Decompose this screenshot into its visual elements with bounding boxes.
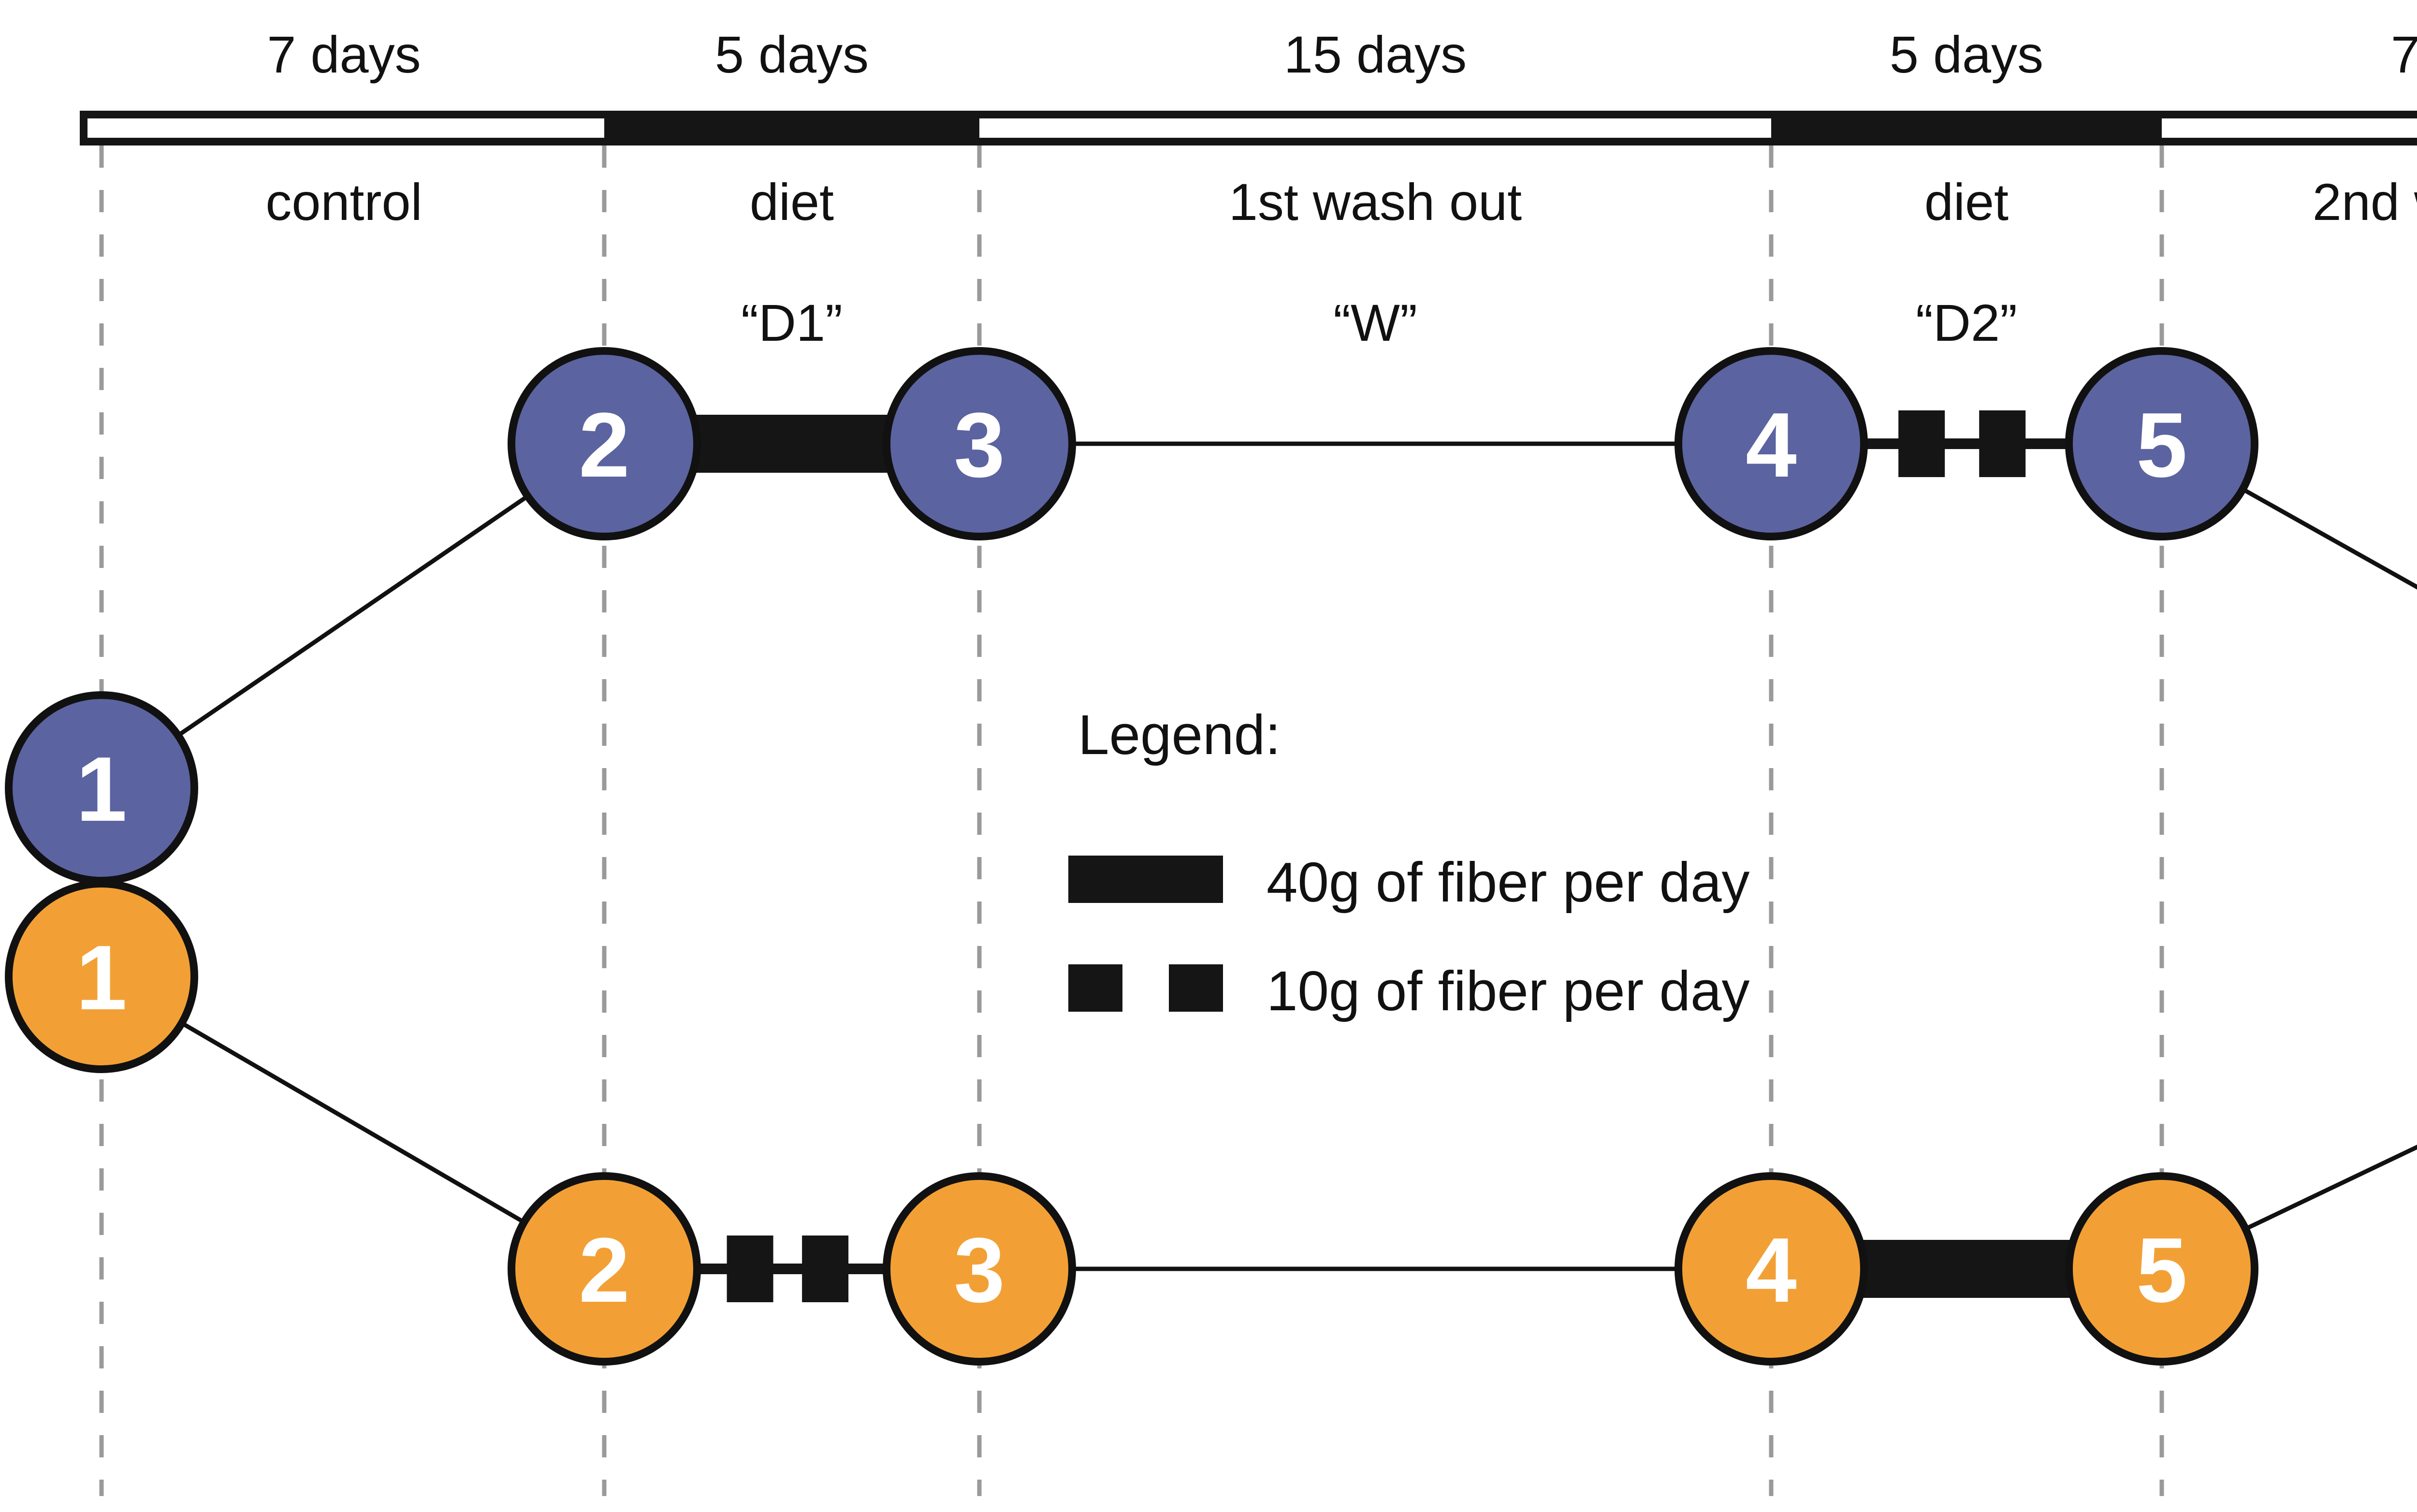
phase-code-1: “D1” (741, 293, 843, 352)
blue-arm-node-3[interactable]: 3 (883, 347, 1076, 540)
orange-arm-node-5[interactable]: 5 (2065, 1172, 2258, 1366)
node-number-label: 5 (2136, 394, 2187, 496)
blue-arm-link-4-to-5 (1854, 410, 2079, 477)
node-circle (883, 347, 1076, 540)
phase-name-0: control (265, 173, 422, 231)
thick-dash-block-10g-0 (1898, 410, 1945, 477)
thin-connector (2239, 486, 2417, 590)
node-circle (1674, 1172, 1868, 1366)
phase-name-2: 1st wash out (1229, 173, 1522, 231)
legend-swatch-dashed-bar-b (1169, 964, 1223, 1012)
phase-code-2: “W” (1333, 293, 1417, 352)
thin-connector (2242, 1145, 2417, 1232)
phase-name-labels: control diet 1st wash out diet 2nd wash out (265, 173, 2417, 231)
thin-connector (174, 493, 532, 739)
timeline-segment-diet-1 (604, 111, 979, 145)
phase-duration-labels: 7 days 5 days 15 days 5 days 7 days (267, 25, 2417, 84)
phase-duration-3: 5 days (1890, 25, 2043, 84)
orange-arm-link-4-to-5 (1849, 1240, 2083, 1298)
orange-arm-link-2-to-3 (687, 1236, 896, 1302)
node-circle (508, 1172, 701, 1366)
legend-swatch-solid-bar (1068, 856, 1223, 903)
phase-code-labels: “D1” “W” “D2” (741, 293, 2017, 352)
blue-arm-link-5-to-6 (2239, 486, 2417, 590)
orange-arm-node-4[interactable]: 4 (1674, 1172, 1868, 1366)
arm-links (174, 410, 2417, 1302)
phase-code-3: “D2” (1916, 293, 2017, 352)
thin-connector (178, 1019, 528, 1226)
node-circle (2065, 1172, 2258, 1366)
thick-solid-bar-40g (683, 415, 901, 473)
blue-arm-node-5[interactable]: 5 (2065, 347, 2258, 540)
node-number-label: 2 (579, 394, 630, 496)
node-number-label: 1 (76, 738, 127, 841)
thick-dash-block-10g-0 (727, 1236, 773, 1302)
node-circle (508, 347, 701, 540)
legend: Legend: 40g of fiber per day 10g of fibe… (1068, 703, 1750, 1022)
phase-name-3: diet (1924, 173, 2009, 231)
phase-duration-2: 15 days (1284, 25, 1467, 84)
blue-arm-link-2-to-3 (683, 415, 901, 473)
blue-arm-link-1-to-2 (174, 493, 532, 739)
legend-swatch-dashed-bar-a (1068, 964, 1122, 1012)
node-number-label: 1 (76, 927, 127, 1029)
node-number-label: 4 (1746, 1219, 1797, 1322)
node-circle (1674, 347, 1868, 540)
node-circle (5, 880, 198, 1073)
node-circle (2065, 347, 2258, 540)
timeline-bar (80, 111, 2417, 145)
phase-name-1: diet (750, 173, 834, 231)
thick-dash-block-10g-1 (802, 1236, 849, 1302)
node-number-label: 5 (2136, 1219, 2187, 1322)
orange-arm-link-5-to-6 (2242, 1145, 2417, 1232)
phase-duration-0: 7 days (267, 25, 421, 84)
legend-label-40g: 40g of fiber per day (1267, 851, 1750, 914)
orange-arm-node-1[interactable]: 1 (5, 880, 198, 1073)
legend-label-10g: 10g of fiber per day (1267, 960, 1750, 1022)
thick-dash-block-10g-1 (1979, 410, 2026, 477)
orange-arm-node-3[interactable]: 3 (883, 1172, 1076, 1366)
node-circle (883, 1172, 1076, 1366)
phase-name-4: 2nd wash out (2313, 173, 2417, 231)
node-number-label: 3 (954, 1219, 1005, 1322)
phase-duration-4: 7 days (2391, 25, 2417, 84)
orange-arm-node-2[interactable]: 2 (508, 1172, 701, 1366)
blue-arm-node-1[interactable]: 1 (5, 691, 198, 885)
node-number-label: 4 (1746, 394, 1797, 496)
arm-nodes: 123456123456 (5, 347, 2258, 1366)
timeline-segment-diet-3 (1771, 111, 2162, 145)
phase-duration-1: 5 days (715, 25, 869, 84)
blue-arm-node-4[interactable]: 4 (1674, 347, 1868, 540)
thick-solid-bar-40g (1849, 1240, 2083, 1298)
legend-title: Legend: (1078, 703, 1281, 766)
node-number-label: 2 (579, 1219, 630, 1322)
blue-arm-node-2[interactable]: 2 (508, 347, 701, 540)
orange-arm-link-1-to-2 (178, 1019, 528, 1226)
node-number-label: 3 (954, 394, 1005, 496)
